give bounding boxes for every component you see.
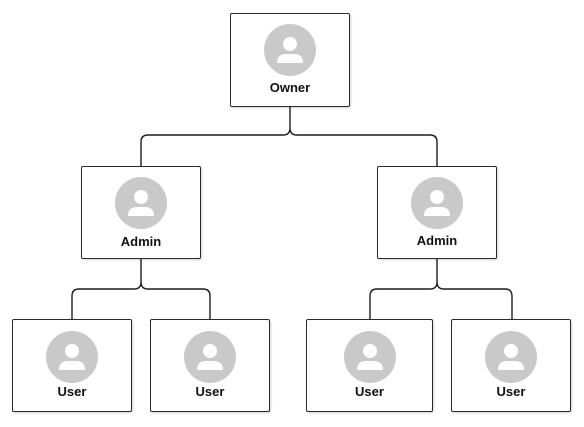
node-admin-right[interactable]: Admin [377, 166, 497, 259]
node-label: User [57, 384, 87, 399]
node-label: Admin [120, 234, 162, 249]
node-label: User [195, 384, 225, 399]
node-user-2[interactable]: User [150, 319, 270, 412]
connector-admin-left-users [71, 259, 211, 319]
connector-owner-admins [140, 107, 438, 166]
user-avatar-icon [115, 177, 167, 229]
node-label: User [496, 384, 526, 399]
user-avatar-icon [485, 331, 537, 383]
node-user-4[interactable]: User [451, 319, 571, 412]
node-label: User [355, 384, 384, 399]
node-user-3[interactable]: User [306, 319, 433, 412]
node-owner[interactable]: Owner [230, 13, 350, 107]
user-avatar-icon [184, 331, 236, 383]
user-avatar-icon [264, 24, 316, 76]
connector-admin-right-users [369, 259, 513, 319]
user-avatar-icon [343, 331, 396, 383]
node-user-1[interactable]: User [12, 319, 132, 412]
node-label: Admin [416, 233, 458, 248]
user-avatar-icon [411, 177, 463, 229]
node-label: Owner [269, 80, 311, 95]
user-avatar-icon [46, 331, 98, 383]
node-admin-left[interactable]: Admin [81, 166, 201, 259]
